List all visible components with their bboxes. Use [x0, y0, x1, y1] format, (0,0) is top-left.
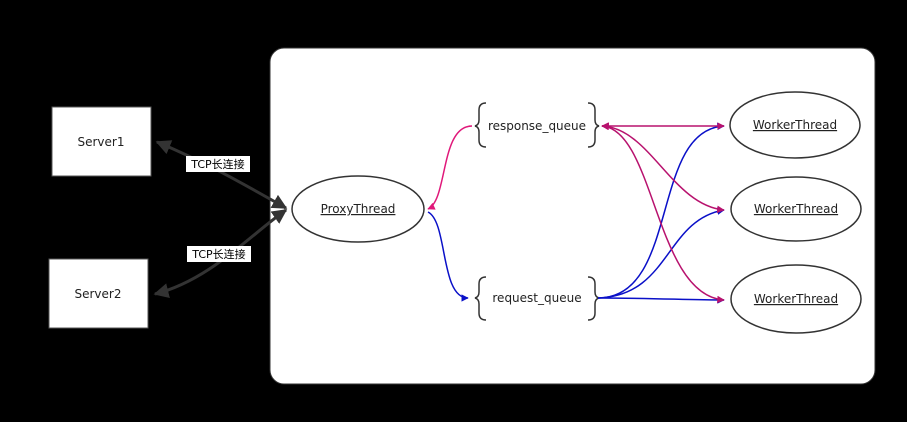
response-queue-node: response_queue — [474, 102, 600, 148]
worker-thread-3-node: WorkerThread — [730, 264, 862, 334]
worker-thread-2-label: WorkerThread — [754, 202, 838, 216]
server2-label: Server2 — [75, 287, 122, 301]
worker-thread-3-label: WorkerThread — [754, 292, 838, 306]
link1-label: TCP长连接 — [190, 158, 244, 171]
proxy-thread-label: ProxyThread — [321, 202, 396, 216]
server1-label: Server1 — [78, 135, 125, 149]
server2-box: Server2 — [48, 258, 149, 329]
link1-label-box: TCP长连接 — [186, 156, 250, 172]
worker-thread-1-node: WorkerThread — [729, 91, 861, 159]
server1-box: Server1 — [51, 106, 152, 177]
response-worker3-edge — [601, 122, 725, 304]
proxy-thread-node: ProxyThread — [291, 175, 425, 243]
worker-thread-2-node: WorkerThread — [730, 176, 862, 242]
link2-label: TCP长连接 — [191, 248, 245, 261]
proxy-to-request-edge — [427, 211, 469, 302]
worker-thread-1-label: WorkerThread — [753, 118, 837, 132]
request-queue-label: request_queue — [492, 291, 581, 305]
response-queue-label: response_queue — [488, 119, 586, 133]
link2-label-box: TCP长连接 — [187, 246, 251, 262]
server1-proxy-link — [155, 140, 288, 210]
response-to-proxy-edge — [427, 125, 473, 210]
